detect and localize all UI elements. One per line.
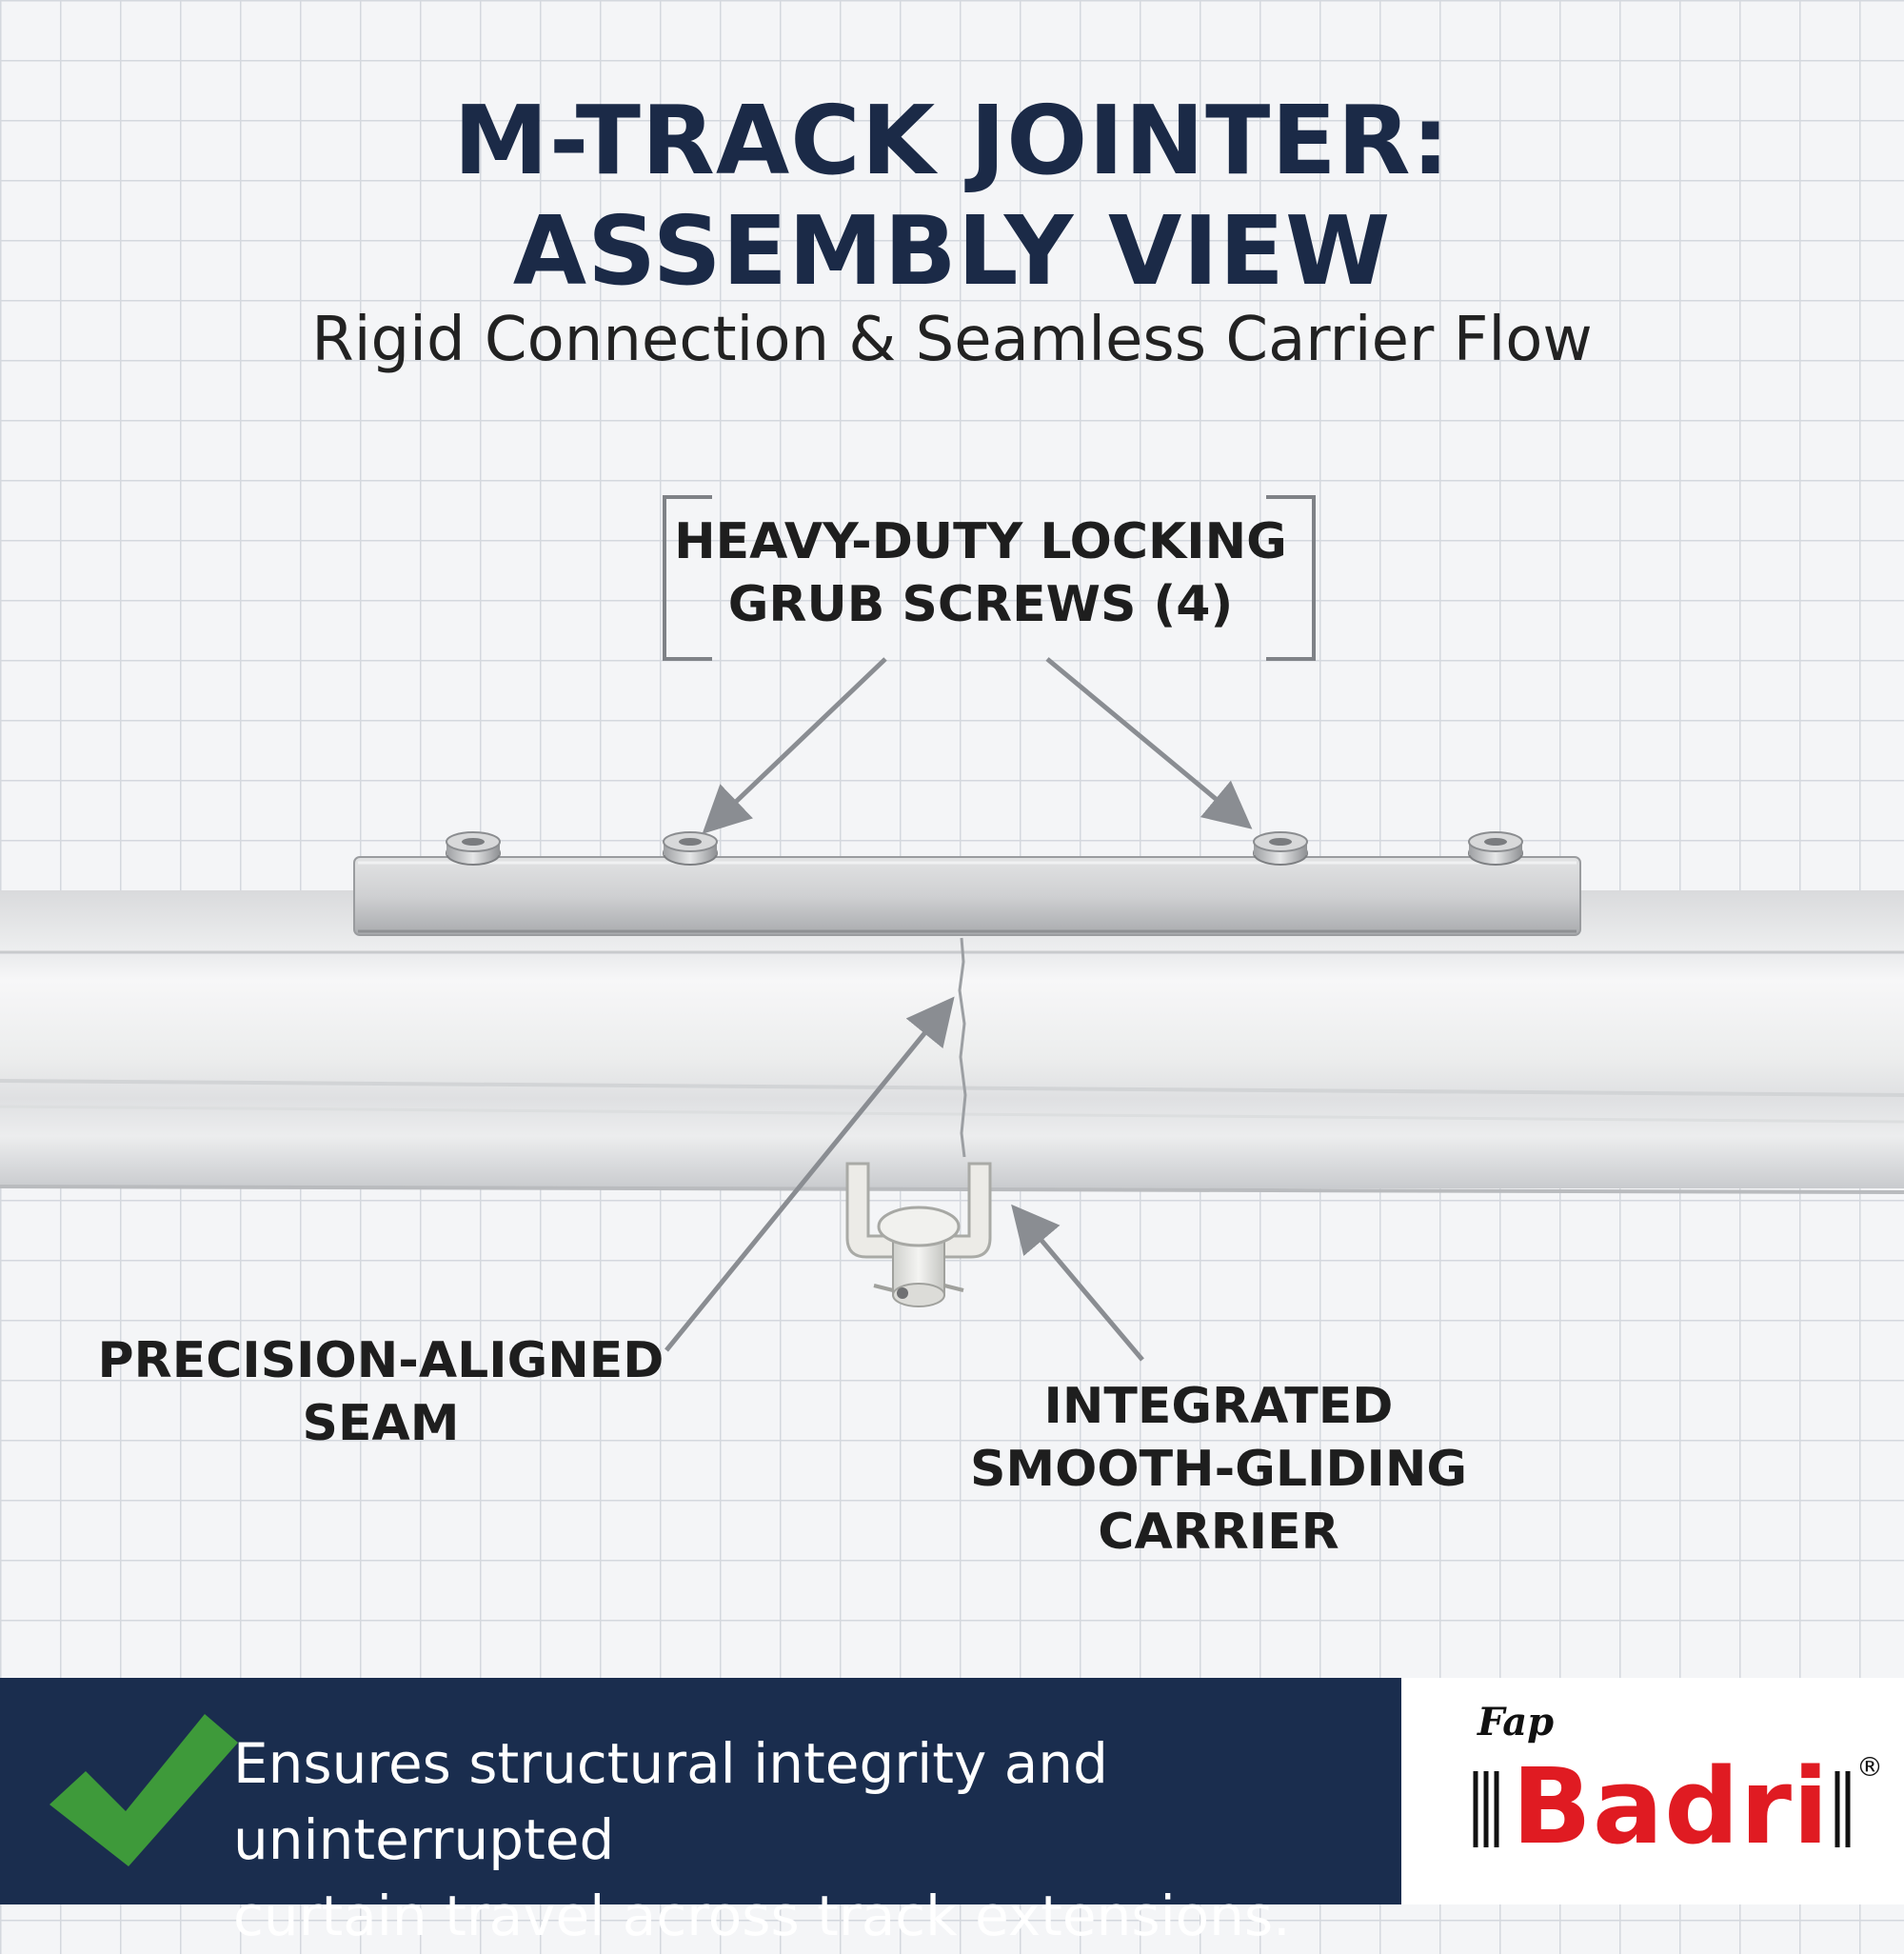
banner-text: Ensures structural integrity and uninter… bbox=[233, 1725, 1376, 1954]
callout-bracket bbox=[663, 495, 1316, 661]
carrier bbox=[845, 1162, 992, 1307]
jointer-plate bbox=[353, 856, 1581, 936]
pointer-arrow bbox=[1045, 657, 1253, 829]
callout-line: PRECISION-ALIGNED bbox=[97, 1332, 664, 1389]
callout-line: HEAVY-DUTY LOCKING bbox=[674, 513, 1287, 570]
callout-grub-screws: HEAVY-DUTY LOCKING GRUB SCREWS (4) bbox=[666, 510, 1295, 636]
title-line: M-TRACK JOINTER: bbox=[453, 85, 1451, 196]
pointer-arrow bbox=[1011, 1204, 1144, 1362]
page-title: M-TRACK JOINTER: ASSEMBLY VIEW bbox=[0, 86, 1904, 307]
callout-line: GRUB SCREWS (4) bbox=[727, 576, 1234, 633]
page-subtitle: Rigid Connection & Seamless Carrier Flow bbox=[311, 305, 1593, 375]
callout-line: CARRIER bbox=[1098, 1504, 1339, 1561]
callout-seam: PRECISION-ALIGNED SEAM bbox=[95, 1329, 666, 1455]
seam-line bbox=[958, 937, 967, 1158]
callout-line: INTEGRATED bbox=[1043, 1378, 1394, 1435]
callout-carrier: INTEGRATED SMOOTH-GLIDING CARRIER bbox=[933, 1375, 1504, 1564]
pointer-arrow bbox=[664, 996, 955, 1352]
assembly-illustration bbox=[0, 495, 1904, 1362]
grub-screw bbox=[663, 831, 718, 866]
grub-screw bbox=[1468, 831, 1523, 866]
banner-line: Ensures structural integrity and uninter… bbox=[233, 1731, 1108, 1872]
title-line: ASSEMBLY VIEW bbox=[512, 195, 1392, 307]
grub-screw bbox=[1253, 831, 1308, 866]
pointer-arrow bbox=[702, 657, 887, 834]
banner-line: curtain travel across track extensions. bbox=[233, 1884, 1291, 1948]
callout-line: SEAM bbox=[302, 1395, 460, 1452]
logo-panel bbox=[1401, 1678, 1904, 1904]
callout-line: SMOOTH-GLIDING bbox=[969, 1441, 1468, 1498]
grub-screw bbox=[446, 831, 501, 866]
